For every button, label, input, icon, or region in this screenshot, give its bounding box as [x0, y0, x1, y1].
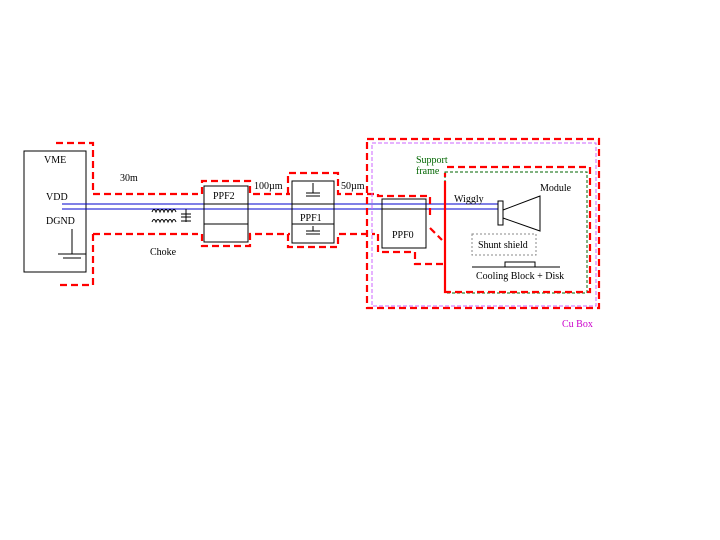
- choke-symbol: [151, 209, 191, 224]
- shunt-shield-box: [471, 233, 537, 256]
- ppf0-label: PPF0: [392, 230, 414, 241]
- vdd-label: VDD: [46, 192, 68, 203]
- choke-label: Choke: [150, 247, 177, 258]
- ppf2-shield: [200, 179, 290, 248]
- module-label: Module: [540, 183, 572, 194]
- cable-length-label: 30m: [120, 173, 138, 184]
- ppf1-capacitors: [306, 183, 320, 235]
- ppf0-shield: [376, 194, 445, 266]
- module-symbol: [497, 195, 541, 232]
- cu-box-label: Cu Box: [562, 319, 593, 330]
- dgnd-label: DGND: [46, 216, 75, 227]
- ground-symbol: [58, 229, 86, 259]
- cu-box-outline: [371, 142, 597, 307]
- vme-shield: [56, 141, 198, 287]
- gap-100-label: 100µm: [254, 181, 283, 192]
- ppf2-label: PPF2: [213, 191, 235, 202]
- shunt-shield-label: Shunt shield: [478, 240, 528, 251]
- support-frame-label-2: frame: [416, 166, 440, 177]
- ppf1-box: [291, 180, 335, 244]
- ppf2-box: [203, 185, 249, 243]
- cooling-block: [504, 261, 536, 268]
- vme-label: VME: [44, 155, 66, 166]
- cooling-block-label: Cooling Block + Disk: [476, 271, 564, 282]
- ppf0-box: [381, 198, 427, 249]
- wiggly-label: Wiggly: [454, 194, 484, 205]
- support-frame-shield: [443, 165, 592, 294]
- gap-50-label: 50µm: [341, 181, 365, 192]
- cu-box-shield: [365, 137, 601, 310]
- ppf1-label: PPF1: [300, 213, 322, 224]
- vme-box: [23, 150, 87, 273]
- ppf1-shield: [286, 171, 375, 249]
- support-frame-label-1: Support: [416, 155, 448, 166]
